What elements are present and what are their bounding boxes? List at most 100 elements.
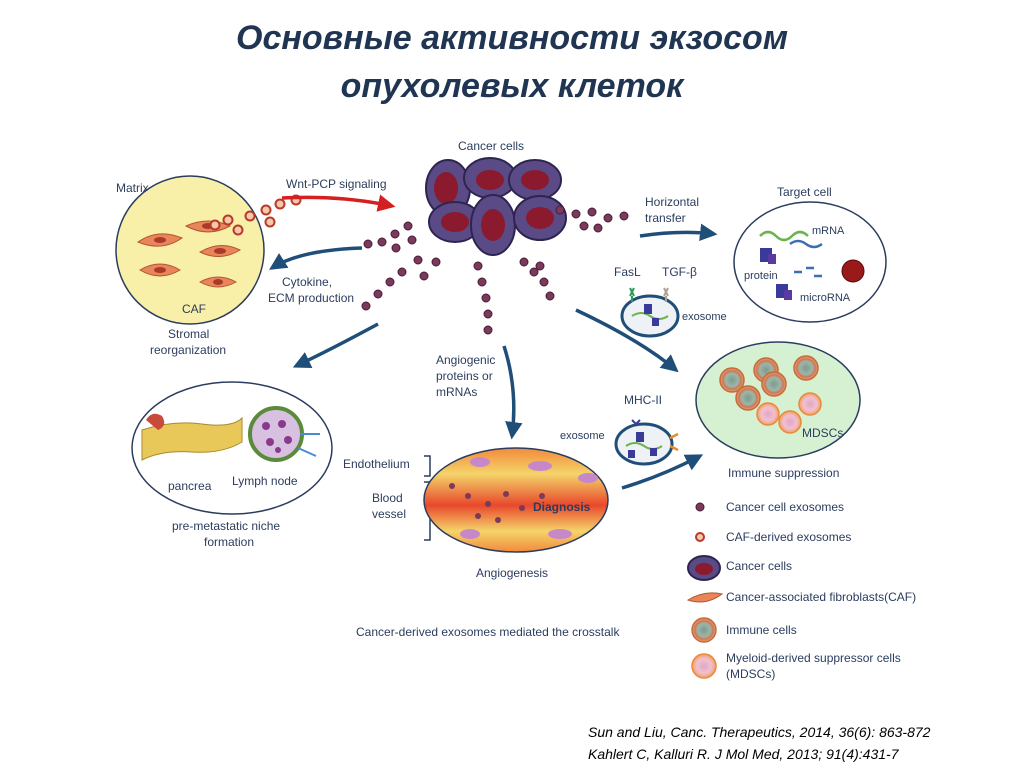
exosome-label-bottom: exosome — [560, 430, 605, 442]
exosome-dot — [603, 213, 613, 223]
legend-label-immune-cells: Immune cells — [726, 623, 797, 637]
exosome-dot — [385, 277, 395, 287]
caf-exosome-dots — [209, 194, 302, 236]
cytokine-arrow — [269, 246, 363, 270]
legend-label-caf-exosomes: CAF-derived exosomes — [726, 530, 851, 544]
diagnosis-label: Diagnosis — [533, 500, 591, 514]
wnt-pcp-label: Wnt-PCP signaling — [286, 177, 387, 191]
exosome-dot — [593, 223, 603, 233]
stromal-label-2: reorganization — [150, 343, 226, 357]
exosome-dot — [373, 289, 383, 299]
exosome-dot — [477, 277, 487, 287]
exosome-dot — [619, 211, 629, 221]
exosome-icon-bottom — [614, 419, 679, 466]
legend-swatch-caf — [686, 592, 724, 603]
exosome-dot — [413, 255, 423, 265]
protein-label: protein — [744, 270, 778, 282]
exosome-dot — [483, 325, 493, 335]
horizontal-label-2: transfer — [645, 211, 686, 225]
cytokine-label-2: ECM production — [268, 291, 354, 305]
cancer-exosome-dots — [361, 205, 629, 335]
exosome-dot — [579, 221, 589, 231]
exosome-dot — [481, 293, 491, 303]
target-cell-circle — [733, 201, 887, 323]
mdscs-label: MDSCs — [802, 426, 843, 440]
immune-cells-ellipse — [695, 341, 861, 459]
legend-label-caf: Cancer-associated fibroblasts(CAF) — [726, 590, 916, 604]
exosome-dot — [407, 235, 417, 245]
exosome-dot — [483, 309, 493, 319]
blood-vessel — [423, 447, 609, 553]
blood-label: Blood — [372, 491, 403, 505]
cancer-cells-cluster — [425, 157, 567, 256]
exosome-dot — [535, 261, 545, 271]
angiogenic-label-3: mRNAs — [436, 385, 477, 399]
immune-arrow — [575, 308, 679, 373]
matrix-label: Matrix — [116, 181, 149, 195]
slide-title-line-2: опухолевых клеток — [340, 67, 684, 105]
cancer-cells-label: Cancer cells — [458, 139, 524, 153]
exosome-dot — [545, 291, 555, 301]
legend-label-mdscs-abbr: (MDSCs) — [726, 667, 775, 681]
diagram-caption: Cancer-derived exosomes mediated the cro… — [356, 625, 620, 639]
angiogenic-arrow — [502, 345, 523, 440]
wnt-pcp-arrow — [281, 194, 396, 212]
legend-swatch-mdscs — [691, 653, 717, 679]
exosome-dot — [419, 271, 429, 281]
cytokine-label-1: Cytokine, — [282, 275, 332, 289]
exosome-dot — [587, 207, 597, 217]
target-cell-label: Target cell — [777, 185, 832, 199]
reference-1: Sun and Liu, Canc. Therapeutics, 2014, 3… — [588, 724, 931, 740]
microrna-label: microRNA — [800, 292, 851, 304]
exosome-dot — [519, 257, 529, 267]
reference-2: Kahlert C, Kalluri R. J Mol Med, 2013; 9… — [588, 746, 899, 762]
angiogenic-label-1: Angiogenic — [436, 353, 495, 367]
matrix-circle — [115, 175, 265, 325]
legend-label-mdscs: Myeloid-derived suppressor cells — [726, 651, 901, 665]
exosome-dot — [361, 301, 371, 311]
vessel-label: vessel — [372, 507, 406, 521]
endothelium-label: Endothelium — [343, 457, 410, 471]
angiogenic-label-2: proteins or — [436, 369, 493, 383]
niche-arrow — [292, 322, 379, 368]
mrna-label: mRNA — [812, 225, 845, 237]
exosome-dot — [529, 267, 539, 277]
niche-label-2: formation — [204, 535, 254, 549]
vessel-to-immune-arrow — [621, 454, 704, 490]
horizontal-transfer-arrow — [639, 223, 718, 242]
legend-swatch-immune-cells — [691, 617, 717, 643]
legend-swatch-caf-exosomes — [695, 532, 705, 542]
exosome-dot — [403, 221, 413, 231]
immune-suppression-label: Immune suppression — [728, 466, 839, 480]
exosome-dot — [571, 209, 581, 219]
lymph-node-label: Lymph node — [232, 474, 298, 488]
niche-label-1: pre-metastatic niche — [172, 519, 280, 533]
fasl-label: FasL — [614, 265, 641, 279]
caf-label: CAF — [182, 302, 206, 316]
tgfb-label: TGF-β — [662, 265, 697, 279]
exosome-dot — [390, 229, 400, 239]
legend: Cancer cell exosomes CAF-derived exosome… — [686, 500, 916, 681]
angiogenesis-label: Angiogenesis — [476, 566, 548, 580]
exosome-dot — [363, 239, 373, 249]
exosome-dot — [555, 205, 565, 215]
pre-metastatic-niche-ellipse — [131, 381, 333, 515]
legend-swatch-cancer-exosomes — [695, 502, 705, 512]
exosome-dot — [397, 267, 407, 277]
stromal-label-1: Stromal — [168, 327, 209, 341]
slide-title-line-1: Основные активности экзосом — [236, 19, 788, 57]
exosome-icon-top — [620, 287, 680, 338]
horizontal-label-1: Horizontal — [645, 195, 699, 209]
legend-label-cancer-cells: Cancer cells — [726, 559, 792, 573]
exosome-dot — [431, 257, 441, 267]
exosome-dot — [473, 261, 483, 271]
pancrea-label: pancrea — [168, 479, 212, 493]
exosome-dot — [377, 237, 387, 247]
exosome-label-top: exosome — [682, 311, 727, 323]
legend-label-cancer-exosomes: Cancer cell exosomes — [726, 500, 844, 514]
exosome-dot — [539, 277, 549, 287]
exosome-dot — [391, 243, 401, 253]
mhc-ii-label: MHC-II — [624, 393, 662, 407]
